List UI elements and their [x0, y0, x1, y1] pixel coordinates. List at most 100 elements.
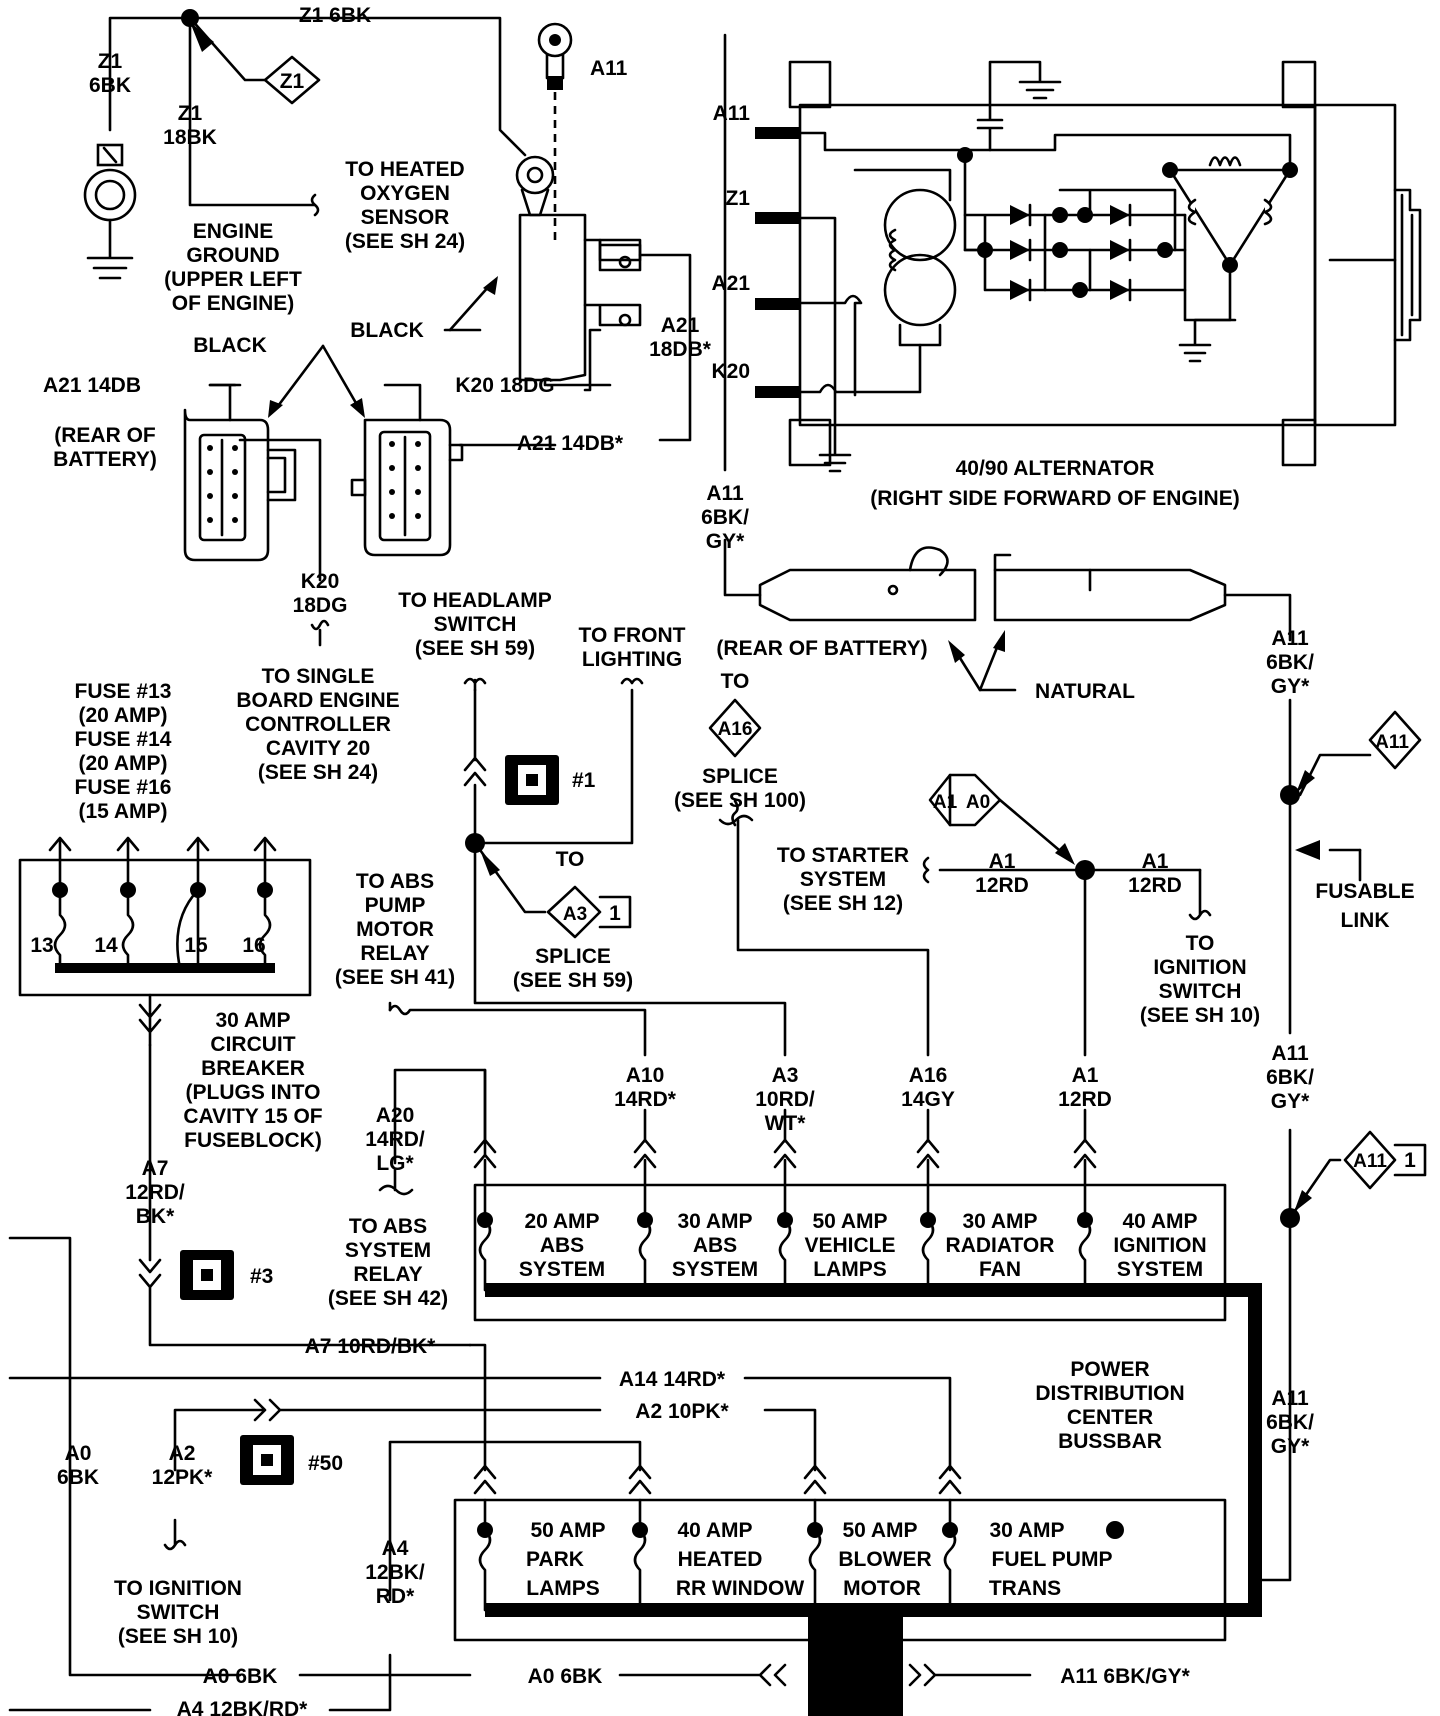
- a0-label: A0: [65, 1442, 92, 1465]
- 6bk-label: 6BK: [57, 1466, 99, 1489]
- to-heated-o2-label: OXYGEN: [360, 182, 450, 205]
- ground-icon: [798, 216, 852, 473]
- fuse-label: TRANS: [989, 1577, 1061, 1600]
- to-sbec-label: BOARD ENGINE: [236, 689, 399, 712]
- fuse-label: 30 AMP: [989, 1519, 1064, 1542]
- fuse-title-label: (20 AMP): [78, 752, 167, 775]
- to-abs-system-label: (SEE SH 42): [328, 1287, 448, 1310]
- to-starter-label: TO STARTER: [777, 844, 909, 867]
- to-starter-label: SYSTEM: [800, 868, 886, 891]
- to-abs-pump-label: TO ABS: [356, 870, 434, 893]
- fusable-link-label: FUSABLE: [1315, 880, 1414, 903]
- 12rd-label: 12RD: [1128, 874, 1182, 897]
- pdc-label: BUSSBAR: [1058, 1430, 1162, 1453]
- a11-label: A11: [1271, 1042, 1309, 1065]
- to-abs-pump-label: (SEE SH 41): [335, 966, 455, 989]
- fuse-label: SYSTEM: [519, 1258, 605, 1281]
- to-headlamp-label: (SEE SH 59): [415, 637, 535, 660]
- a20-gauge-label: 14RD/: [365, 1128, 425, 1151]
- engine-ground-label: OF ENGINE): [172, 292, 295, 315]
- a10-label: A10: [626, 1064, 665, 1087]
- breaker-label: CIRCUIT: [210, 1033, 295, 1056]
- fuse-label: LAMPS: [526, 1577, 600, 1600]
- lower-fuse-inputs: [473, 1464, 962, 1612]
- to-abs-system-label: RELAY: [353, 1263, 422, 1286]
- fusable-link-label: LINK: [1341, 909, 1390, 932]
- a11-label: A11: [1271, 627, 1309, 650]
- alt-pin-a21: A21: [711, 272, 750, 295]
- voltage-sensor-module: [515, 155, 692, 442]
- z1-tag: Z1: [280, 70, 305, 93]
- engine-ground-label: (UPPER LEFT: [164, 268, 302, 291]
- to-front-lighting-label: TO FRONT: [579, 624, 686, 647]
- fuse-number: 16: [242, 934, 265, 957]
- a1-tag: A1: [933, 792, 958, 813]
- a4-gauge-label: 12BK/: [365, 1561, 425, 1584]
- breaker-label: BREAKER: [201, 1057, 305, 1080]
- fuse-label: SYSTEM: [672, 1258, 758, 1281]
- a4-12bk-rd-label: A4 12BK/RD*: [177, 1698, 309, 1716]
- fuse-label: 40 AMP: [677, 1519, 752, 1542]
- to-headlamp-label: SWITCH: [434, 613, 517, 636]
- a2-label: A2: [169, 1442, 196, 1465]
- a11-label: A11: [706, 482, 744, 505]
- engine-ground-circuit: [83, 9, 527, 280]
- a16-gauge-label: 14GY: [901, 1088, 955, 1111]
- to-abs-pump-label: PUMP: [365, 894, 426, 917]
- a11-num: 1: [1404, 1149, 1416, 1172]
- pdc-label: DISTRIBUTION: [1035, 1382, 1184, 1405]
- connector-50-label: #50: [308, 1452, 343, 1475]
- rear-battery-inline-connector: [758, 546, 1227, 622]
- gy-label: GY*: [1271, 1090, 1310, 1113]
- labels: Z1 6BK Z1 6BK Z1 18BK Z1 ENGINE GROUND (…: [30, 4, 1416, 1716]
- a0-6bk-label: A0 6BK: [528, 1665, 603, 1688]
- connector-1-label: #1: [572, 769, 596, 792]
- connector-50-icon: [240, 1435, 294, 1485]
- right-connector-icon: [350, 418, 464, 557]
- alt-pin-k20: K20: [711, 360, 750, 383]
- diode-icon: [1010, 203, 1132, 302]
- to-ignition-label: SWITCH: [137, 1601, 220, 1624]
- gy-label: GY*: [1271, 1435, 1310, 1458]
- a11-label: A11: [1271, 1387, 1309, 1410]
- rear-of-battery-label: BATTERY): [53, 448, 157, 471]
- label-z1-6bk: Z1 6BK: [299, 4, 371, 27]
- fuse-label: PARK: [526, 1548, 584, 1571]
- fuse-title-label: (15 AMP): [78, 800, 167, 823]
- fuse-label: SYSTEM: [1117, 1258, 1203, 1281]
- a21-14db-label: A21 14DB: [43, 374, 141, 397]
- rear-of-battery-label: (REAR OF: [54, 424, 156, 447]
- a11-ring-terminal: [537, 22, 573, 240]
- to-ignition-label: TO: [1186, 932, 1215, 955]
- to-label: TO: [556, 848, 585, 871]
- a0-tag: A0: [966, 792, 990, 813]
- to-ignition-label: (SEE SH 10): [1140, 1004, 1260, 1027]
- breaker-label: (PLUGS INTO: [186, 1081, 321, 1104]
- splice-label: (SEE SH 100): [674, 789, 806, 812]
- rear-of-battery-conn-label: (REAR OF BATTERY): [716, 637, 927, 660]
- a10-gauge-label: 14RD*: [614, 1088, 677, 1111]
- fuse-symbols: [53, 888, 272, 970]
- alternator-location: (RIGHT SIDE FORWARD OF ENGINE): [870, 487, 1239, 510]
- a7-10rd-bk-label: A7 10RD/BK*: [305, 1335, 437, 1358]
- label-18bk: 18BK: [163, 126, 217, 149]
- alt-pin-z1: Z1: [725, 187, 750, 210]
- pdc-label: CENTER: [1067, 1406, 1153, 1429]
- fuse-label: RR WINDOW: [676, 1577, 804, 1600]
- fuse-label: 50 AMP: [842, 1519, 917, 1542]
- a3-tag: A3: [563, 904, 587, 925]
- connector-3-label: #3: [250, 1265, 273, 1288]
- a11-tag: A11: [1375, 732, 1409, 753]
- black-label: BLACK: [350, 319, 424, 342]
- a7-label: A7: [142, 1157, 169, 1180]
- breaker-label: 30 AMP: [215, 1009, 290, 1032]
- alt-pin-a11: A11: [713, 102, 751, 125]
- 6bk-label: 6BK/: [701, 506, 749, 529]
- fuse-label: 30 AMP: [962, 1210, 1037, 1233]
- connector-3-icon: [180, 1250, 234, 1300]
- to-label: TO: [721, 670, 750, 693]
- fuse-label: FAN: [979, 1258, 1021, 1281]
- a7-gauge-label: BK*: [136, 1205, 175, 1228]
- a0-6bk-label: A0 6BK: [203, 1665, 278, 1688]
